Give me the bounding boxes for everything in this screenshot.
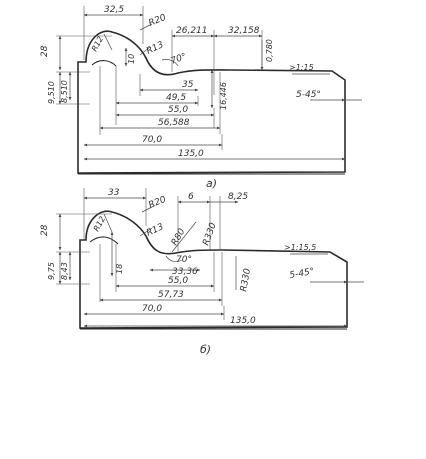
dim-b-taper: >1:15,5 <box>284 243 316 252</box>
dim-a-10: 10 <box>127 54 136 64</box>
dim-a-32-5: 32,5 <box>104 5 124 15</box>
dim-b-70-0: 70,0 <box>142 304 162 314</box>
dim-b-r330-bottom: R330 <box>239 267 253 292</box>
dim-b-33-36: 33,36 <box>172 267 198 277</box>
dim-a-55-0: 55,0 <box>168 105 188 115</box>
dim-a-35: 35 <box>182 80 194 90</box>
dim-a-32-158: 32,158 <box>228 26 260 36</box>
dim-a-49-5: 49,5 <box>166 93 186 103</box>
dim-b-8-43: 8,43 <box>60 262 69 280</box>
dim-a-0-780: 0,780 <box>265 39 274 62</box>
profile-outline-b <box>79 210 348 329</box>
dim-b-55-0: 55,0 <box>168 276 188 286</box>
dim-b-6: 6 <box>188 192 194 202</box>
profile-outline-a <box>77 30 346 174</box>
figure-a: 32,5 R12 R20 R13 26,211 32,158 28 10 70°… <box>40 5 362 190</box>
dim-b-chamfer: 5-45° <box>289 267 315 281</box>
dim-b-18: 18 <box>115 264 124 274</box>
dim-a-9-510: 9,510 <box>47 81 56 104</box>
dim-b-r20: R20 <box>147 195 167 211</box>
dim-b-r13: R13 <box>145 222 166 239</box>
dim-b-70deg: 70° <box>176 255 192 265</box>
dim-a-26-211: 26,211 <box>176 26 208 36</box>
dim-a-r20: R20 <box>147 13 167 29</box>
dim-b-135-0: 135,0 <box>230 316 256 326</box>
caption-a: а) <box>206 177 217 190</box>
dim-a-28: 28 <box>40 45 50 57</box>
dim-a-chamfer: 5-45° <box>296 90 321 100</box>
dim-b-33: 33 <box>108 188 120 198</box>
dim-b-57-73: 57,73 <box>158 290 184 300</box>
dim-a-taper: >1:15 <box>289 63 314 72</box>
dim-b-r80: R80 <box>170 227 188 248</box>
dim-a-r12: R12 <box>90 35 105 53</box>
dim-a-56-588: 56,588 <box>158 118 190 128</box>
caption-b: б) <box>200 343 211 356</box>
dim-a-r13: R13 <box>145 40 166 57</box>
inner-flange-a <box>91 60 117 67</box>
dim-a-70deg: 70° <box>170 52 188 67</box>
dim-a-70-0: 70,0 <box>142 135 162 145</box>
figure-b: 33 R12 R20 R13 6 8,25 R80 R330 28 >1:15,… <box>40 188 364 356</box>
dim-b-r330-top: R330 <box>201 221 219 247</box>
dim-a-16-446: 16,446 <box>219 82 228 110</box>
dim-b-9-75: 9,75 <box>47 262 56 280</box>
inner-flange-b <box>89 236 119 245</box>
dim-a-8-510: 8,510 <box>60 80 69 103</box>
dim-a-135-0: 135,0 <box>178 149 204 159</box>
dim-b-28: 28 <box>40 224 50 236</box>
dim-b-8-25: 8,25 <box>228 192 248 202</box>
